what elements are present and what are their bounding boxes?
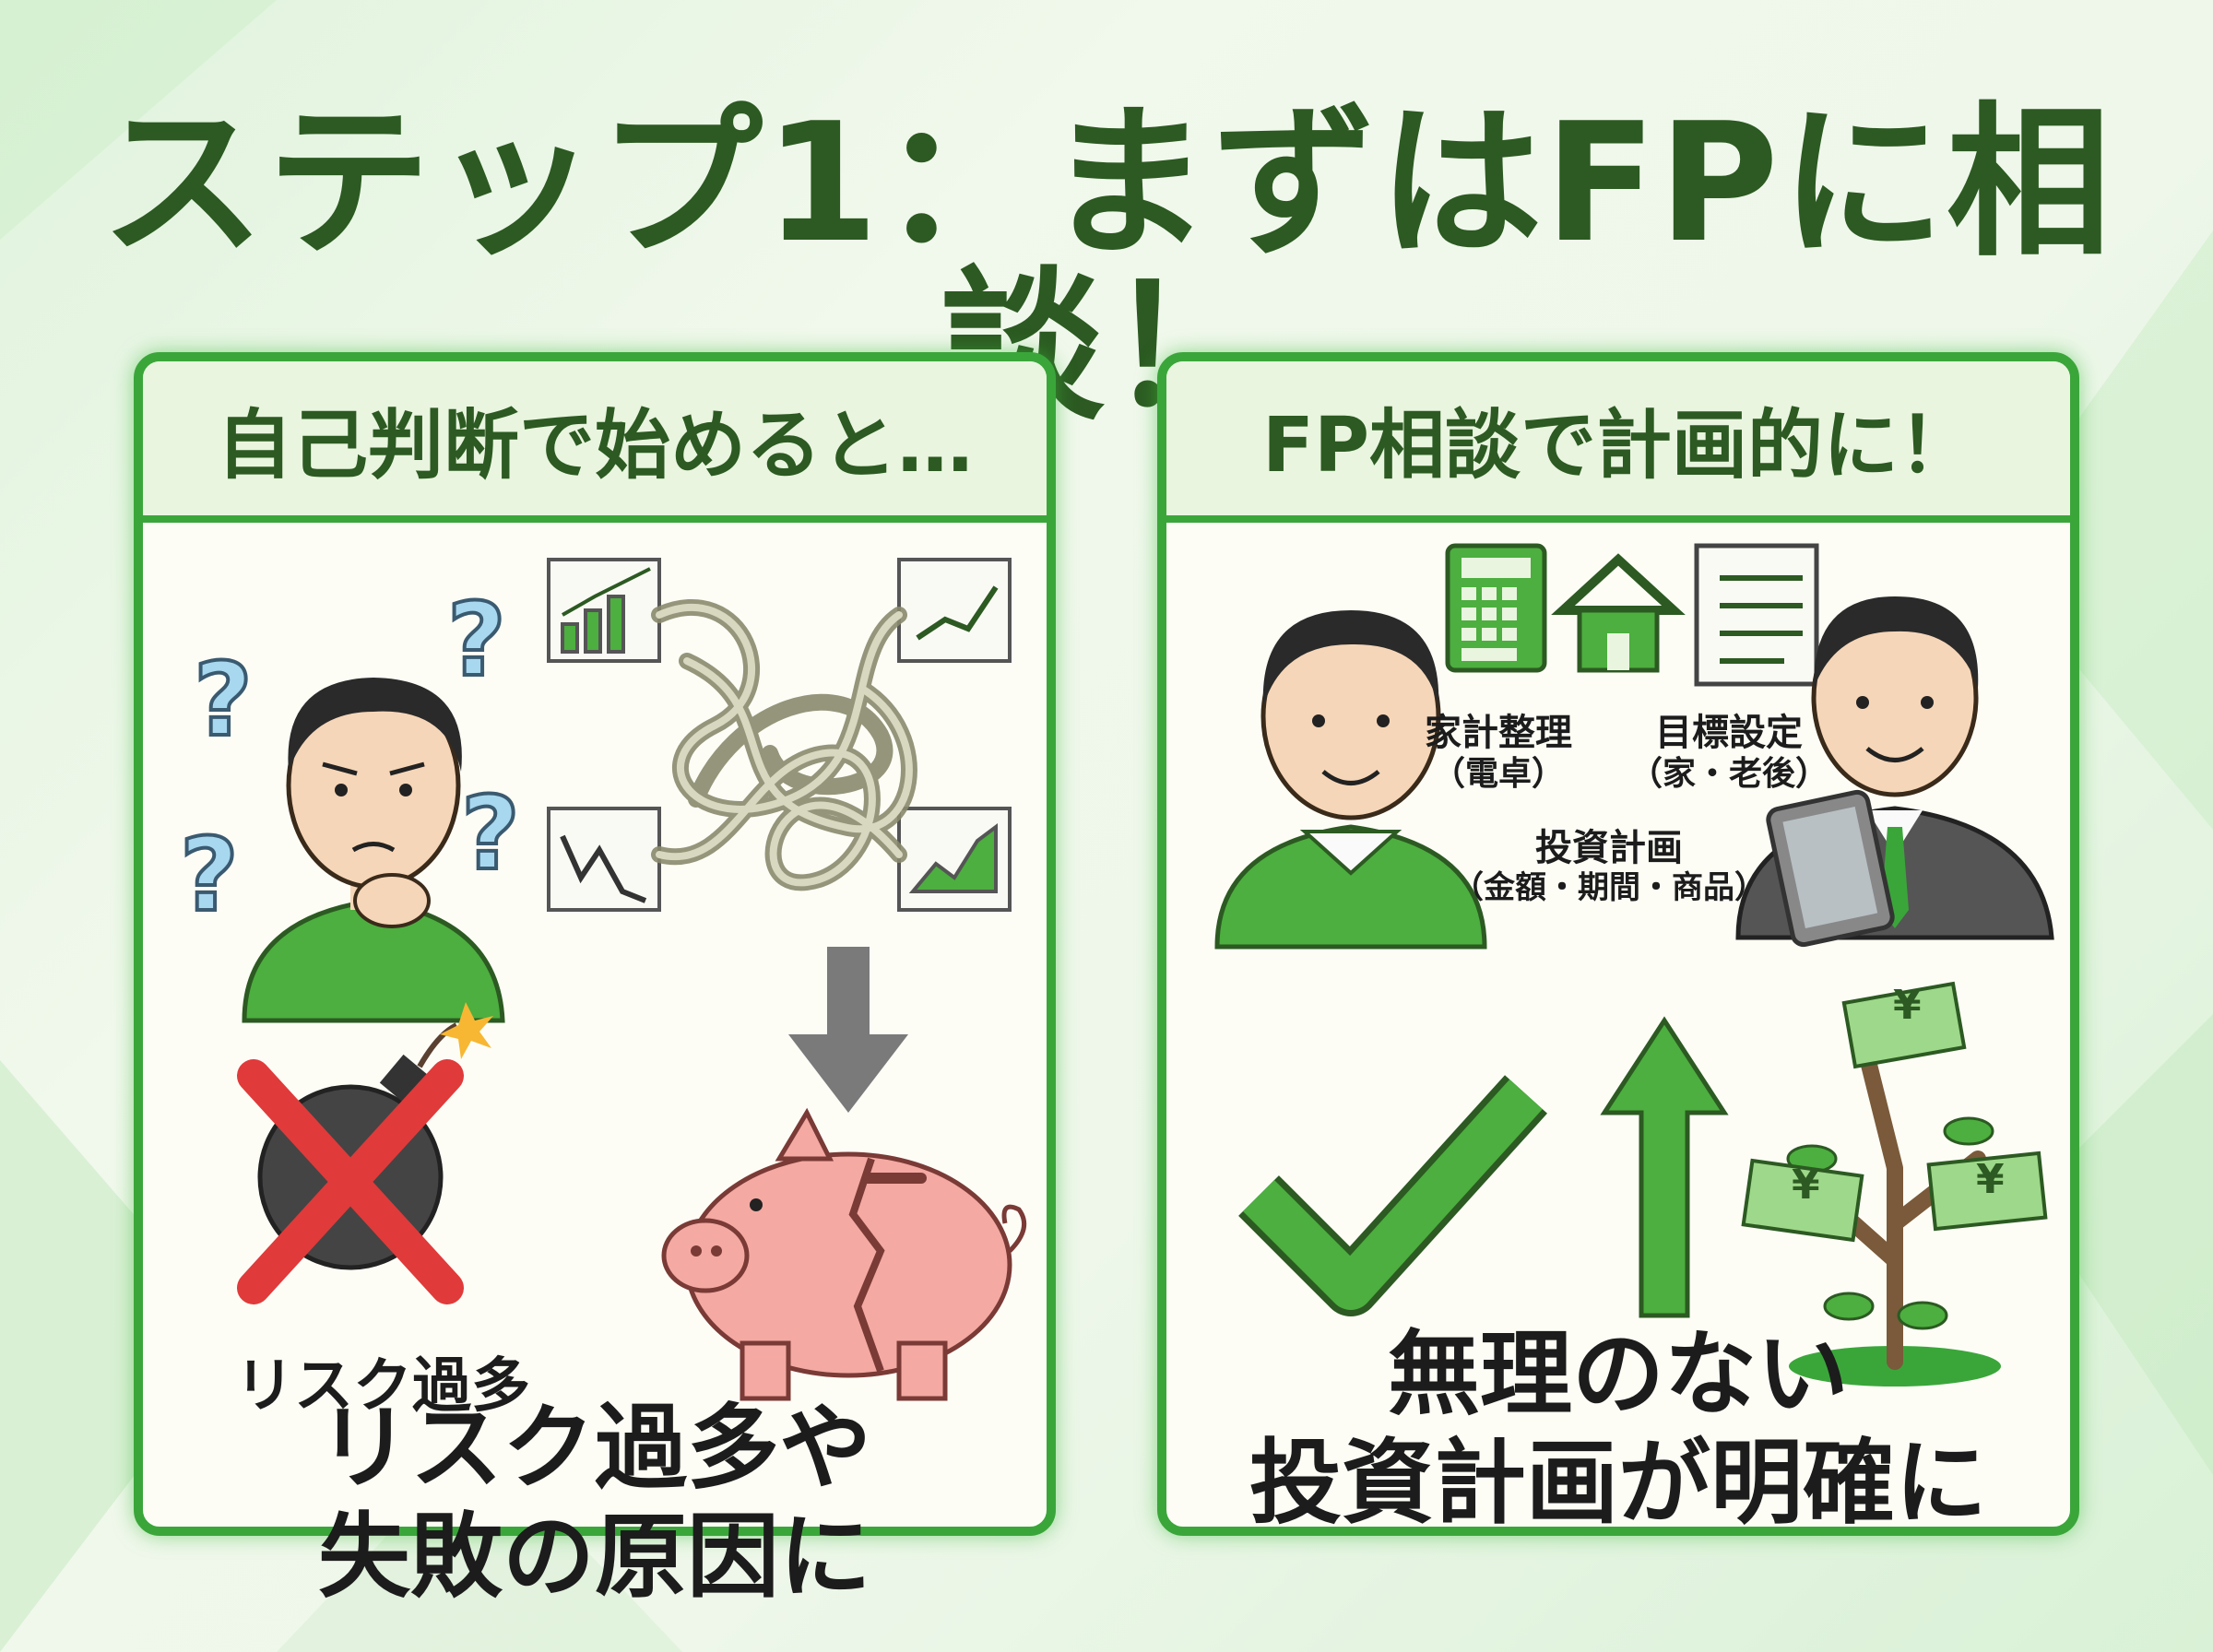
panel-header: FP相談で計画的に！ xyxy=(1166,361,2070,523)
calculator-icon xyxy=(1445,543,1547,673)
broken-piggy-bank-icon xyxy=(661,1107,1027,1401)
document-icon xyxy=(1694,543,1819,687)
goal-setting-sub: （家・老後） xyxy=(1628,755,1828,793)
cross-mark-icon xyxy=(237,1059,464,1304)
right-conclusion: 無理のない 投資計画が明確に xyxy=(1166,1320,2070,1538)
down-arrow-icon xyxy=(788,947,908,1113)
risk-label: リスク過多 xyxy=(235,1352,530,1421)
left-conclusion-line1: リスク過多や xyxy=(318,1394,871,1502)
check-mark-icon xyxy=(1238,1075,1547,1316)
right-conclusion-line2: 投資計画が明確に xyxy=(1249,1429,1987,1537)
fp-consult-panel: FP相談で計画的に！ xyxy=(1157,352,2079,1538)
svg-text:?: ? xyxy=(194,641,253,759)
up-arrow-icon xyxy=(1600,1016,1729,1318)
confused-person-icon xyxy=(242,678,505,1023)
client-person-icon xyxy=(1214,610,1487,950)
yen-symbol: ¥ xyxy=(1893,982,1922,1029)
left-conclusion-line2: 失敗の原因に xyxy=(318,1503,871,1611)
self-judgment-illustration: ? ? ? ? xyxy=(178,558,1027,1401)
fp-consult-illustration xyxy=(1214,543,2054,1386)
question-mark-icon: ? ? ? ? xyxy=(178,579,522,936)
investment-plan-sub: （金額・期間・商品） xyxy=(1452,869,1766,906)
svg-text:?: ? xyxy=(461,774,520,892)
svg-text:?: ? xyxy=(447,581,506,699)
investment-plan-label: 投資計画 xyxy=(1535,827,1683,869)
yen-symbol: ¥ xyxy=(1976,1156,2005,1203)
self-judgment-panel: 自己判断で始めると… ? ? ? ? xyxy=(134,352,1056,1611)
household-budget-sub: （電卓） xyxy=(1431,755,1565,793)
svg-text:?: ? xyxy=(180,816,239,934)
yen-symbol: ¥ xyxy=(1792,1162,1820,1209)
money-tree-icon xyxy=(1741,981,2048,1386)
stock-chart-icon xyxy=(547,558,1012,912)
right-conclusion-line1: 無理のない xyxy=(1388,1320,1849,1428)
household-budget-label: 家計整理 xyxy=(1425,712,1572,754)
goal-setting-label: 目標設定 xyxy=(1655,712,1803,754)
left-conclusion: リスク過多や 失敗の原因に xyxy=(143,1394,1047,1611)
panel-header: 自己判断で始めると… xyxy=(143,361,1047,523)
house-icon xyxy=(1551,553,1686,673)
tablet-icon xyxy=(1766,789,1895,948)
